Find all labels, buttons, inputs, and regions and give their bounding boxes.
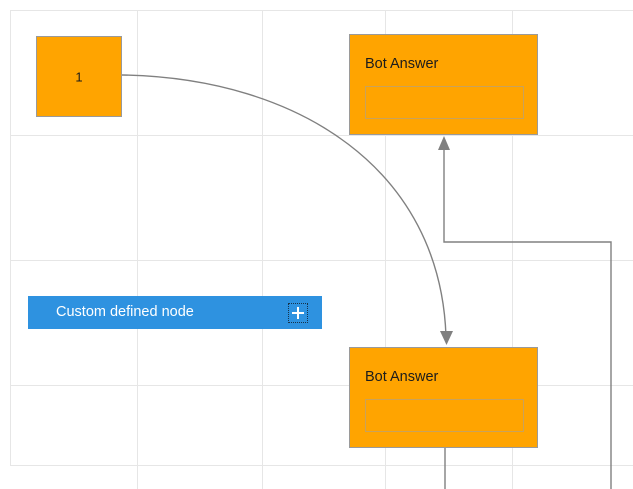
node-bot-answer-bottom[interactable]: Bot Answer <box>349 347 538 448</box>
custom-defined-node-label: Custom defined node <box>56 304 194 321</box>
grid-line-vertical <box>262 10 263 489</box>
node-bot-answer-top[interactable]: Bot Answer <box>349 34 538 135</box>
node-bot-answer-top-slot[interactable] <box>365 86 524 119</box>
grid-line-vertical <box>10 10 11 465</box>
grid-line-horizontal <box>10 385 633 386</box>
grid-line-horizontal <box>10 10 633 11</box>
grid-line-horizontal <box>10 135 633 136</box>
grid-line-horizontal <box>10 260 633 261</box>
arrowhead-up-icon <box>438 136 450 150</box>
custom-defined-node-bar[interactable]: Custom defined node <box>28 296 322 329</box>
node-bot-answer-top-title: Bot Answer <box>365 56 439 72</box>
arrowhead-down-icon <box>440 331 453 345</box>
node-bot-answer-bottom-slot[interactable] <box>365 399 524 432</box>
grid-line-horizontal <box>10 465 633 466</box>
node-start-label: 1 <box>75 69 83 84</box>
node-bot-answer-bottom-title: Bot Answer <box>365 369 439 385</box>
node-start-1[interactable]: 1 <box>36 36 122 117</box>
grid-line-vertical <box>137 10 138 489</box>
plus-icon[interactable] <box>288 302 308 323</box>
